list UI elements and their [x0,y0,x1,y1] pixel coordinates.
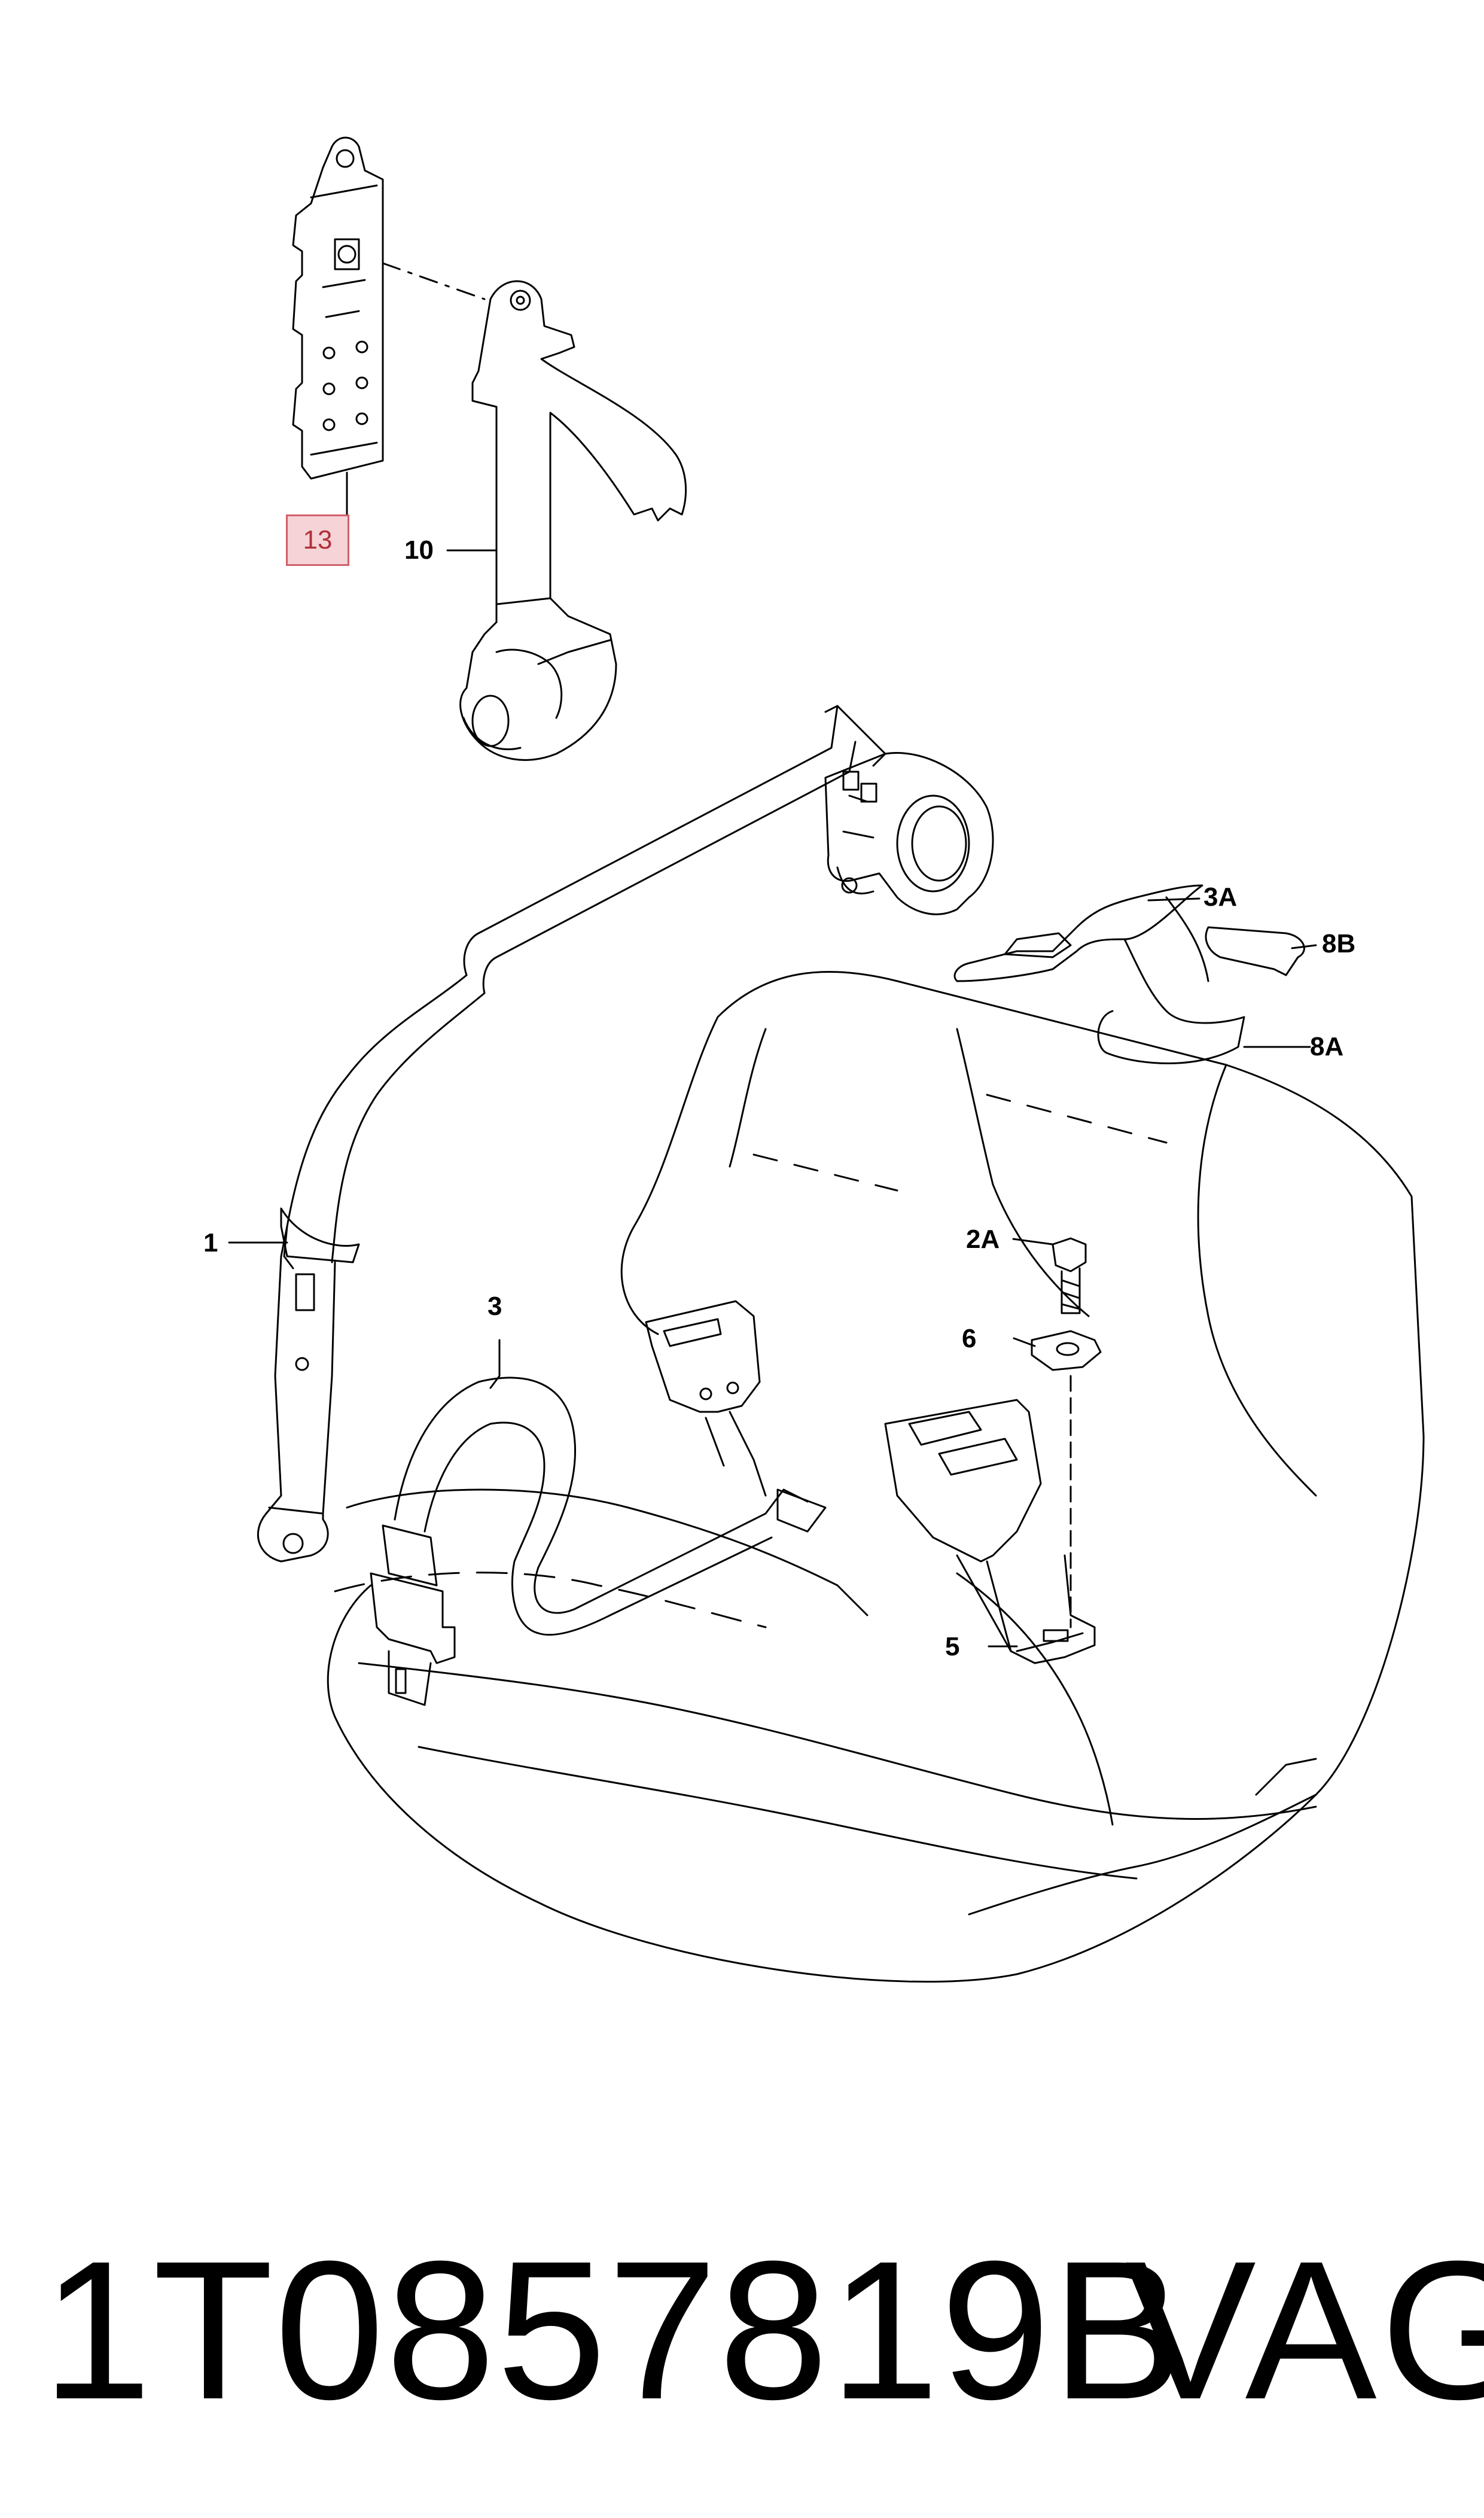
belt-3a-8a-8b [953,884,1305,1064]
callout-5: 5 [945,1632,960,1661]
callout-13-highlighted[interactable]: 13 [286,514,349,566]
callout-10: 10 [404,535,434,565]
brand-label: VAG [1125,2219,1484,2440]
callout-1: 1 [203,1228,218,1258]
buckle-assembly [884,1237,1102,1664]
callout-3: 3 [487,1292,502,1321]
callout-6: 6 [962,1324,977,1353]
bracket-13 [292,136,486,480]
part-number: 1T0857819B [42,2219,1184,2440]
leader-lines [228,471,1317,1648]
belt-1 [257,705,994,1563]
callout-8a: 8A [1310,1032,1344,1061]
seat-outline [327,970,1425,1983]
belt-3 [370,1300,827,1706]
callout-2a: 2A [966,1225,1000,1254]
retractor-10 [459,280,687,761]
callout-3a: 3A [1203,882,1238,912]
seat-belt-exploded-diagram [228,136,1425,1983]
callout-8b: 8B [1322,929,1356,958]
